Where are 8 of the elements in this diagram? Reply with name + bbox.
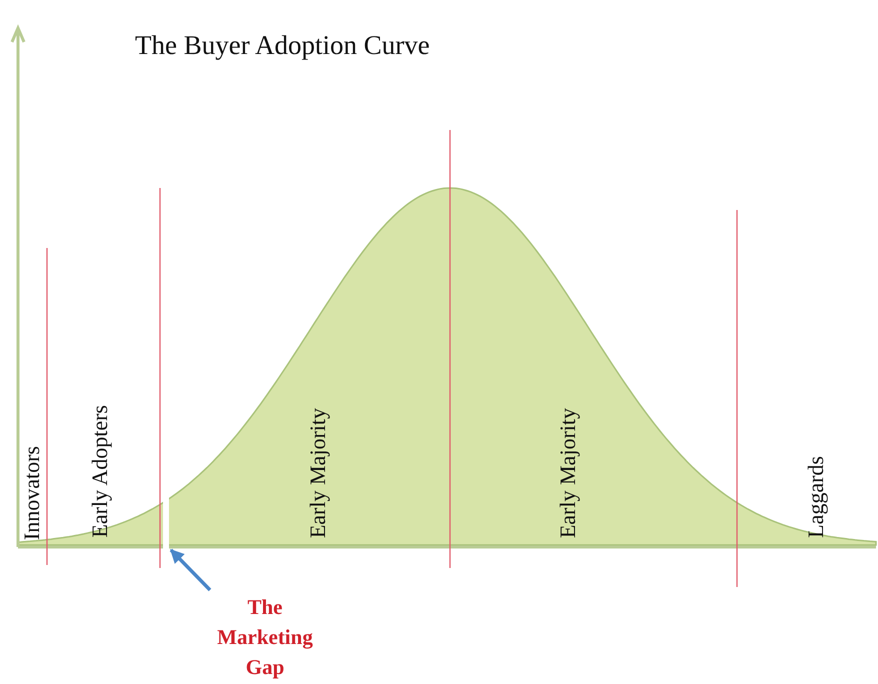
- segment-label: Early Adopters: [88, 405, 112, 538]
- segment-label: Early Majority: [556, 408, 580, 538]
- arrow: [170, 548, 212, 592]
- title: The Buyer Adoption Curve: [135, 30, 430, 61]
- segment-label: Early Majority: [306, 408, 330, 538]
- segment-label: Innovators: [20, 446, 44, 540]
- callout-text: The Marketing Gap: [205, 592, 325, 682]
- segment-label: Laggards: [804, 456, 828, 538]
